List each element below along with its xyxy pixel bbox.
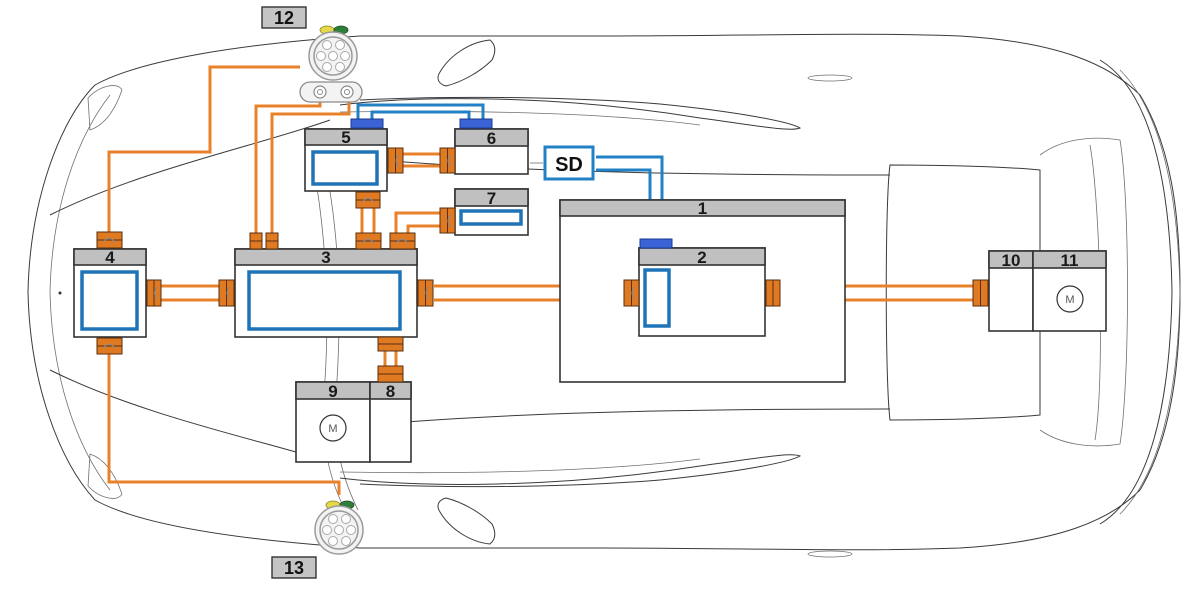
component-7[interactable]: 7 xyxy=(454,188,529,236)
hv-connector-2-right[interactable] xyxy=(765,279,781,307)
inner-module xyxy=(459,209,523,226)
component-label: 6 xyxy=(487,129,496,148)
hv-connector-5-right[interactable] xyxy=(387,147,404,174)
component-label: 7 xyxy=(487,189,496,208)
motor-symbol: M xyxy=(328,423,337,435)
signal-plug-6 xyxy=(459,118,493,129)
component-label: 1 xyxy=(698,199,707,218)
component-10[interactable]: 10 xyxy=(988,250,1034,332)
motor-symbol: M xyxy=(1065,294,1074,306)
service-disconnect[interactable]: SD xyxy=(543,145,595,181)
component-label: 3 xyxy=(321,248,330,267)
component-header xyxy=(454,128,529,147)
hv-line-12-to-3-b xyxy=(270,100,351,233)
charging-port-13-label: 13 xyxy=(284,558,304,578)
component-label: 8 xyxy=(386,382,395,401)
inner-module xyxy=(80,270,139,331)
component-label: 10 xyxy=(1002,251,1021,270)
component-4[interactable]: 4 xyxy=(73,248,147,338)
motor-icon: M xyxy=(319,414,347,442)
component-label: 11 xyxy=(1061,251,1079,270)
component-11[interactable]: 11M xyxy=(1032,250,1107,332)
hv-line-12-to-4 xyxy=(107,65,300,232)
component-3[interactable]: 3 xyxy=(234,248,418,338)
hv-line-12-to-3-a xyxy=(254,100,322,233)
signal-plugs xyxy=(350,118,673,249)
inner-module xyxy=(247,270,402,331)
hv-connector-3-top-c[interactable] xyxy=(355,232,382,250)
component-label: 5 xyxy=(341,128,350,147)
charging-port-12-label: 12 xyxy=(274,8,294,28)
component-header xyxy=(559,199,846,217)
component-header xyxy=(73,248,147,266)
component-label: 4 xyxy=(105,248,115,267)
component-9[interactable]: 9M xyxy=(295,381,371,463)
component-header xyxy=(1032,250,1107,269)
dc-pins-icon xyxy=(299,81,363,103)
hv-connector-3-bottom[interactable] xyxy=(377,336,404,352)
component-header xyxy=(454,188,529,207)
hv-connector-10-left[interactable] xyxy=(972,279,989,307)
interlock-wiring xyxy=(356,103,664,240)
component-header xyxy=(304,128,388,146)
hv-connector-5-bottom[interactable] xyxy=(355,191,381,209)
component-5[interactable]: 5 xyxy=(304,128,388,192)
hv-line-3-to-7-b xyxy=(406,224,440,233)
inner-module xyxy=(643,268,671,328)
hv-connector-6-left[interactable] xyxy=(439,147,456,174)
hv-connector-4-right[interactable] xyxy=(146,279,162,307)
charging-port-12[interactable]: 12 xyxy=(261,6,363,103)
hv-connector-4-top[interactable] xyxy=(96,231,123,249)
hv-line-3-to-7-a xyxy=(394,211,440,233)
component-2[interactable]: 2 xyxy=(638,247,766,337)
hv-connector-3-top-a[interactable] xyxy=(249,232,263,250)
charging-port-13[interactable]: 13 xyxy=(271,500,364,579)
signal-plug-2 xyxy=(639,238,673,249)
type2-socket-icon xyxy=(314,500,364,555)
hv-connector-3-top-d[interactable] xyxy=(389,232,416,250)
inner-module xyxy=(311,150,379,186)
hv-connector-2-left[interactable] xyxy=(623,279,640,307)
component-header xyxy=(638,247,766,266)
type2-socket-icon xyxy=(308,25,358,81)
connectors xyxy=(96,147,989,383)
service-disconnect-label: SD xyxy=(555,154,583,176)
hv-connector-4-bottom[interactable] xyxy=(96,337,123,355)
component-6[interactable]: 6 xyxy=(454,128,529,175)
lv-line-5-to-6-outer xyxy=(356,103,485,119)
component-label: 9 xyxy=(328,382,337,401)
hv-line-4-to-13 xyxy=(107,352,341,495)
hv-connector-3-left[interactable] xyxy=(218,279,235,307)
lv-line-5-to-6-inner xyxy=(370,110,471,119)
motor-icon: M xyxy=(1056,285,1084,313)
hv-connector-7-left[interactable] xyxy=(439,207,456,234)
hv-connector-3-top-b[interactable] xyxy=(265,232,279,250)
signal-plug-5 xyxy=(350,118,384,129)
hv-connector-3-right[interactable] xyxy=(417,279,434,307)
component-8[interactable]: 8 xyxy=(369,381,412,463)
component-label: 2 xyxy=(697,248,706,267)
hv-connector-8-top[interactable] xyxy=(377,365,404,383)
component-header xyxy=(234,248,418,266)
